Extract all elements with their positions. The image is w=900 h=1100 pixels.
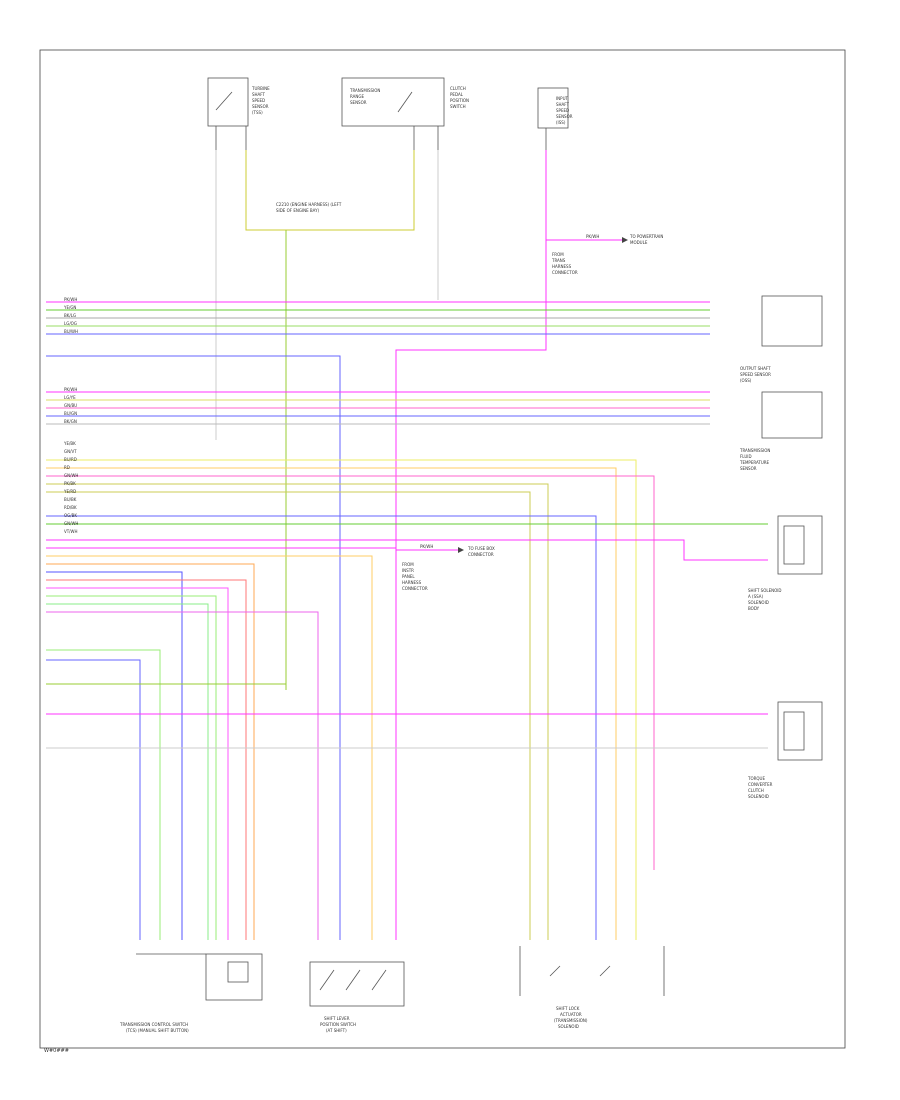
ref-mid-note-0: FROM [402, 562, 414, 567]
b3-line-0: SHIFT LOCK [556, 1006, 580, 1011]
ref-top-note-2: HARNESS [552, 264, 572, 269]
wire-label: RD/BK [64, 505, 77, 510]
wire-label: GN/VT [64, 449, 77, 454]
ref-mid-wire: PK/WH [420, 544, 433, 549]
b3-line-1: ACTUATOR [560, 1012, 582, 1017]
ref-top-note-3: CONNECTOR [552, 270, 578, 275]
routing [46, 150, 768, 940]
wire-rows: PK/WH YE/GN BK/LG LG/OG BU/WH PK/WH LG/YE GN/BU… [46, 297, 710, 534]
ref-mid-to-1: CONNECTOR [468, 552, 494, 557]
wire-label: YE/RD [63, 489, 76, 494]
wire-label: PK/WH [64, 297, 77, 302]
b2-line-1: POSITION SWITCH [320, 1022, 356, 1027]
s2-line-1: FLUID [740, 454, 752, 459]
tr-line-2: SPEED [556, 108, 569, 113]
tl-line-4: (TSS) [252, 110, 263, 115]
b3-line-2: (TRANSMISSION) [554, 1018, 588, 1023]
s1-line-1: SPEED SENSOR [740, 372, 771, 377]
b3-line-3: SOLENOID [558, 1024, 579, 1029]
tl-line-3: SENSOR [252, 104, 269, 109]
wire-label: BU/BK [64, 497, 77, 502]
tl-line-1: SHAFT [252, 92, 266, 97]
s2-line-2: TEMPERATURE [739, 460, 770, 465]
bottom-component-1: TRANSMISSION CONTROL SWITCH (TCS) (MANUA… [119, 953, 263, 1033]
wire-label: LG/YE [64, 395, 76, 400]
splice-top-1: SIDE OF ENGINE BAY) [276, 208, 320, 213]
s1-line-2: (OSS) [740, 378, 752, 383]
tr-line-4: (ISS) [556, 120, 566, 125]
wire-label: GN/WH [64, 521, 78, 526]
splice-top-0: C2210 (ENGINE HARNESS) (LEFT [276, 202, 342, 207]
b1-line-0: TRANSMISSION CONTROL SWITCH [119, 1022, 188, 1027]
tm-side-2: POSITION [450, 98, 469, 103]
tm-line-2: SENSOR [350, 100, 367, 105]
wire-label: OG/BK [64, 513, 77, 518]
s1-line-0: OUTPUT SHAFT [740, 366, 771, 371]
s2-line-3: SENSOR [740, 466, 757, 471]
ref-top-to-1: MODULE [630, 240, 648, 245]
tm-line-0: TRANSMISSION [349, 88, 380, 93]
sol2-line-2: CLUTCH [748, 788, 764, 793]
wire-label: PK/BK [64, 481, 76, 486]
footer-code: W#0### [44, 1048, 69, 1054]
wire-label: GN/WH [64, 473, 78, 478]
diagram-border [39, 49, 846, 1049]
wire-label: GN/BU [64, 403, 77, 408]
tl-line-2: SPEED [252, 98, 265, 103]
ref-mid-note-4: CONNECTOR [402, 586, 428, 591]
sol1-line-1: A (SSA) [748, 594, 763, 599]
solenoid-1: SHIFT SOLENOID A (SSA) SOLENOID BODY [748, 515, 823, 611]
b1-line-1: (TCS) (MANUAL SHIFT BUTTON) [126, 1028, 189, 1033]
wire-label: LG/OG [64, 321, 77, 326]
bottom-component-3: SHIFT LOCK ACTUATOR (TRANSMISSION) SOLEN… [519, 946, 665, 1029]
wire-label: BK/LG [64, 313, 76, 318]
top-mid-switch: TRANSMISSION RANGE SENSOR CLUTCH PEDAL P… [341, 77, 469, 150]
bottom-component-2: SHIFT LEVER POSITION SWITCH (AT SHIFT) [309, 961, 405, 1033]
tr-line-0: INPUT [556, 96, 569, 101]
ref-mid-note-1: INSTR [402, 568, 414, 573]
ref-top-wire: PK/WH [586, 234, 599, 239]
b2-line-2: (AT SHIFT) [326, 1028, 347, 1033]
tm-side-1: PEDAL [450, 92, 464, 97]
b2-line-0: SHIFT LEVER [324, 1016, 350, 1021]
tm-side-3: SWITCH [450, 104, 466, 109]
wire-label: BU/GN [64, 411, 77, 416]
ref-top: PK/WH TO POWERTRAIN MODULE FROM TRANS HA… [546, 234, 663, 275]
sol2-line-1: CONVERTER [748, 782, 773, 787]
tl-line-0: TURBINE [251, 86, 270, 91]
wire-label: BK/GN [64, 419, 77, 424]
ref-top-note-1: TRANS [551, 258, 566, 263]
ref-top-to-0: TO POWERTRAIN [629, 234, 663, 239]
s2-line-0: TRANSMISSION [739, 448, 770, 453]
wire-label: YE/BK [63, 441, 76, 446]
sol1-line-3: BODY [748, 606, 760, 611]
wire-label: BU/RD [64, 457, 77, 462]
wire-label: PK/WH [64, 387, 77, 392]
ref-mid-to-0: TO FUSE BOX [467, 546, 495, 551]
top-left-switch: TURBINE SHAFT SPEED SENSOR (TSS) [207, 77, 270, 150]
solenoid-2: TORQUE CONVERTER CLUTCH SOLENOID [747, 701, 823, 799]
sol1-line-2: SOLENOID [748, 600, 769, 605]
wire-label: VT/WH [64, 529, 78, 534]
sol1-line-0: SHIFT SOLENOID [748, 588, 782, 593]
tm-line-1: RANGE [350, 94, 364, 99]
ref-mid-note-2: PANEL [402, 574, 415, 579]
ref-top-note-0: FROM [552, 252, 564, 257]
sol2-line-3: SOLENOID [748, 794, 769, 799]
wire-label: RD [64, 465, 70, 470]
tr-line-1: SHAFT [556, 102, 570, 107]
sol2-line-0: TORQUE [747, 776, 765, 781]
sensor-1: OUTPUT SHAFT SPEED SENSOR (OSS) [740, 295, 823, 383]
wire-label: YE/GN [63, 305, 76, 310]
tr-line-3: SENSOR [556, 114, 573, 119]
top-right-switch: INPUT SHAFT SPEED SENSOR (ISS) [537, 87, 573, 150]
wire-label: BU/WH [64, 329, 78, 334]
ref-mid-note-3: HARNESS [402, 580, 422, 585]
tm-side-0: CLUTCH [450, 86, 466, 91]
sensor-2: TRANSMISSION FLUID TEMPERATURE SENSOR [739, 391, 823, 471]
ref-mid: PK/WH TO FUSE BOX CONNECTOR FROM INSTR P… [396, 544, 495, 591]
